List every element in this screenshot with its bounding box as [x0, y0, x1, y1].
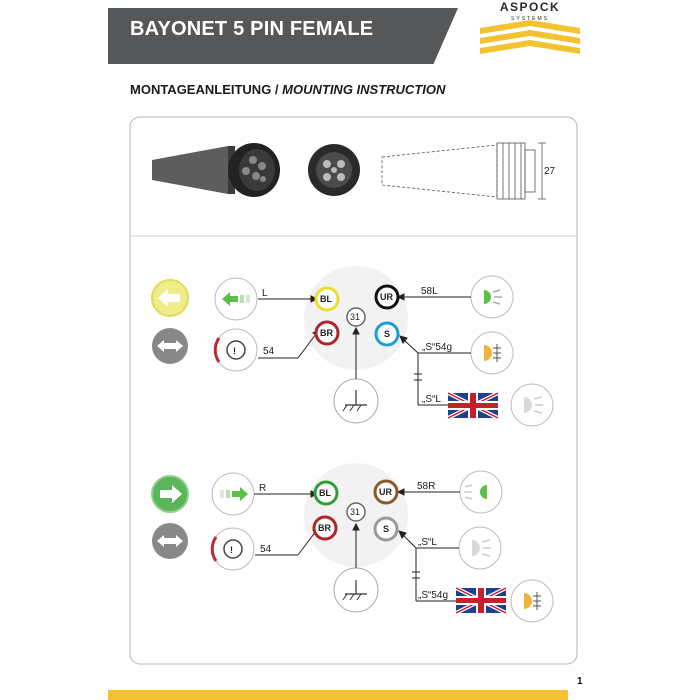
- svg-text:!: !: [230, 545, 233, 555]
- svg-text:S: S: [384, 329, 390, 339]
- heading-english: MOUNTING INSTRUCTION: [282, 82, 446, 97]
- hazard-arrows-icon: [152, 523, 188, 559]
- tail-lamp-icon: [459, 470, 503, 514]
- wire-label-54: 54: [263, 346, 275, 357]
- svg-text:31: 31: [350, 507, 360, 517]
- turn-right-indicator-icon: [151, 475, 189, 513]
- wiring-diagram-right: !: [151, 463, 554, 623]
- wiring-diagram-left: !: [151, 266, 554, 427]
- turn-left-indicator-icon: [151, 279, 189, 317]
- wire-label-s54g: „S“54g: [418, 590, 448, 601]
- connector-technical-drawing: [381, 142, 546, 200]
- page-title: BAYONET 5 PIN FEMALE: [130, 18, 374, 40]
- uk-flag-icon: [447, 391, 499, 420]
- svg-text:BR: BR: [320, 328, 333, 338]
- wire-label-58l: 58L: [421, 286, 438, 297]
- heading-german: MONTAGEANLEITUNG: [130, 82, 272, 97]
- logo-chevrons: [480, 20, 580, 54]
- brand-logo-text: ASPOCK: [499, 0, 561, 14]
- connector-side-view: [152, 143, 280, 197]
- hazard-arrows-icon: [152, 328, 188, 364]
- section-heading: MONTAGEANLEITUNG / MOUNTING INSTRUCTION: [130, 82, 445, 97]
- wire-label-s54g: „S“54g: [422, 342, 452, 353]
- pin-bl: BL: [313, 480, 339, 506]
- ground-symbol-icon: [333, 567, 379, 613]
- wire-label-l: L: [262, 288, 268, 299]
- left-turn-lamp-icon: [214, 277, 258, 321]
- wire-label-58r: 58R: [417, 481, 435, 492]
- pin-ur: UR: [373, 479, 399, 505]
- svg-text:S: S: [383, 524, 389, 534]
- pin-s: S: [373, 516, 399, 542]
- heading-separator: /: [271, 82, 283, 97]
- pin-br: BR: [314, 320, 340, 346]
- svg-text:BL: BL: [320, 294, 332, 304]
- reverse-lamp-icon: [458, 526, 502, 570]
- svg-text:UR: UR: [379, 487, 392, 497]
- right-turn-lamp-icon: [211, 472, 255, 516]
- pin-31: 31: [346, 307, 366, 327]
- footer-accent-bar: [108, 690, 568, 700]
- svg-text:BR: BR: [318, 523, 331, 533]
- brake-lamp-icon: !: [213, 328, 258, 372]
- brake-lamp-icon: !: [210, 527, 255, 571]
- pin-bl: BL: [314, 286, 340, 312]
- pin-br: BR: [312, 515, 338, 541]
- svg-text:31: 31: [350, 312, 360, 322]
- svg-text:BL: BL: [319, 488, 331, 498]
- page-number: 1: [577, 676, 583, 687]
- wire-label-r: R: [259, 483, 266, 494]
- fog-lamp-icon: [470, 331, 514, 375]
- wire-label-sl: „S“L: [422, 394, 441, 405]
- tail-lamp-icon: [470, 275, 514, 319]
- pin-s: S: [374, 321, 400, 347]
- wires-right: [254, 488, 460, 602]
- wire-label-54: 54: [260, 544, 272, 555]
- pin-ur: UR: [374, 284, 400, 310]
- pin-31: 31: [346, 502, 366, 522]
- content-frame: [129, 116, 578, 665]
- dimension-label: 27: [544, 166, 556, 177]
- connector-front-view: [308, 144, 360, 196]
- svg-text:!: !: [233, 346, 236, 356]
- reverse-lamp-icon: [510, 383, 554, 427]
- title-bar: [108, 8, 458, 64]
- wire-label-sl: „S“L: [418, 537, 437, 548]
- ground-symbol-icon: [333, 378, 379, 424]
- uk-flag-icon: [455, 586, 507, 615]
- svg-text:UR: UR: [380, 292, 393, 302]
- fog-lamp-icon: [510, 579, 554, 623]
- brand-logo-subtitle: SYSTEMS: [511, 16, 549, 22]
